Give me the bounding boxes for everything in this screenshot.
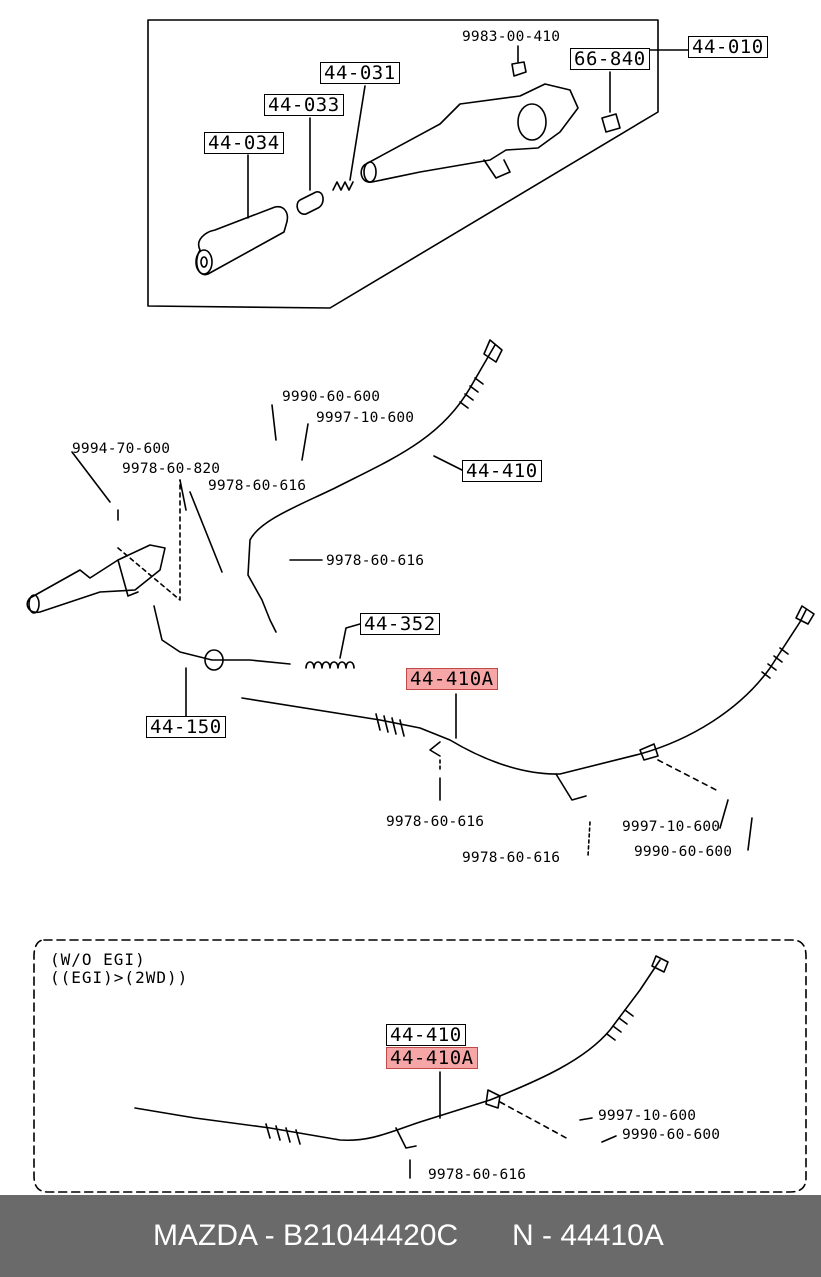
label-9994-70-600[interactable]: 9994-70-600: [72, 441, 171, 457]
footer-brand-code: MAZDA - B21044420C: [153, 1219, 459, 1252]
label-9978-60-616-d[interactable]: 9978-60-616: [462, 850, 561, 866]
label-66-840[interactable]: 66-840: [570, 48, 650, 70]
lever-assembly-drawing: [26, 544, 166, 614]
variant-cable-path: [134, 959, 661, 1142]
label-9978-60-616-c[interactable]: 9978-60-616: [386, 814, 485, 830]
front-cable-path: [247, 344, 496, 633]
rear-cable-path: [241, 609, 807, 775]
handle-grip-drawing: [195, 205, 289, 276]
variant-condition-2: ((EGI)>(2WD)): [50, 968, 189, 987]
label-9997-10-600-b[interactable]: 9997-10-600: [622, 819, 721, 835]
label-44-010[interactable]: 44-010: [688, 36, 768, 58]
footer-part-ref: N - 44410A: [512, 1219, 664, 1252]
variant-frame: [33, 939, 807, 1193]
label-44-034[interactable]: 44-034: [204, 132, 284, 154]
label-44-410[interactable]: 44-410: [462, 460, 542, 482]
footer-bar: MAZDA - B21044420C N - 44410A: [0, 1195, 821, 1277]
label-variant-9978-60-616[interactable]: 9978-60-616: [428, 1167, 527, 1183]
label-9997-10-600-a[interactable]: 9997-10-600: [316, 410, 415, 426]
label-variant-9990-60-600[interactable]: 9990-60-600: [622, 1127, 721, 1143]
label-9978-60-820[interactable]: 9978-60-820: [122, 461, 221, 477]
label-9990-60-600-b[interactable]: 9990-60-600: [634, 844, 733, 860]
label-9990-60-600-a[interactable]: 9990-60-600: [282, 389, 381, 405]
label-9978-60-616-b[interactable]: 9978-60-616: [326, 553, 425, 569]
label-variant-9997-10-600[interactable]: 9997-10-600: [598, 1108, 697, 1124]
label-44-410a[interactable]: 44-410A: [406, 668, 498, 690]
label-44-031[interactable]: 44-031: [320, 62, 400, 84]
label-variant-44-410a[interactable]: 44-410A: [386, 1047, 478, 1069]
top-group-frame: [147, 19, 659, 309]
variant-condition-1: (W/O EGI): [50, 950, 146, 969]
label-44-352[interactable]: 44-352: [360, 613, 440, 635]
diagram-drawing: [26, 19, 815, 1193]
label-variant-44-410[interactable]: 44-410: [386, 1024, 466, 1046]
label-44-150[interactable]: 44-150: [146, 716, 226, 738]
label-9983-00-410[interactable]: 9983-00-410: [462, 29, 561, 45]
parking-brake-diagram: 44-010 9983-00-410 66-840 44-031 44-033 …: [26, 19, 815, 1193]
lever-body-drawing: [360, 83, 579, 183]
label-9978-60-616-a[interactable]: 9978-60-616: [208, 478, 307, 494]
label-44-033[interactable]: 44-033: [264, 94, 344, 116]
